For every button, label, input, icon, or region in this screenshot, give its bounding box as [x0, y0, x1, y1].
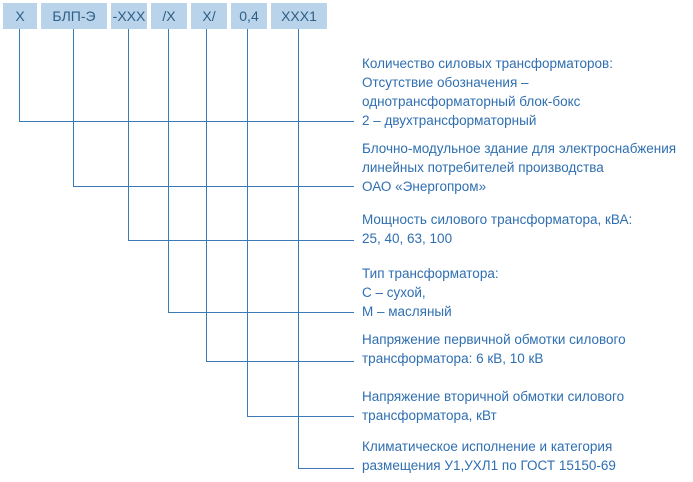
- description-line: Отсутствие обозначения –: [362, 75, 529, 90]
- description-line: трансформатора, кВт: [362, 408, 497, 423]
- description-transformer-type: Тип трансформатора: С – сухой, М – масля…: [362, 264, 690, 321]
- connector-line: [128, 29, 129, 241]
- description-line: трансформатора: 6 кВ, 10 кВ: [362, 351, 544, 366]
- connector-line: [298, 29, 299, 469]
- connector-line: [73, 186, 354, 187]
- code-segment-power: -ХХХ: [111, 3, 147, 29]
- connector-line: [206, 361, 354, 362]
- code-segment-product: БЛП-Э: [41, 3, 107, 29]
- description-line: Количество силовых трансформаторов:: [362, 56, 613, 71]
- connector-line: [247, 416, 354, 417]
- description-line: линейных потребителей производства: [362, 160, 604, 175]
- description-line: 2 – двухтрансформаторный: [362, 113, 537, 128]
- description-line: Тип трансформатора:: [362, 266, 499, 281]
- description-line: ОАО «Энергопром»: [362, 179, 487, 194]
- code-segment-count: Х: [3, 3, 37, 29]
- code-segment-type: /Х: [151, 3, 187, 29]
- description-line: Напряжение вторичной обмотки силового: [362, 389, 625, 404]
- description-line: С – сухой,: [362, 285, 426, 300]
- code-segment-secondary-voltage: 0,4: [231, 3, 267, 29]
- connector-line: [128, 240, 354, 241]
- description-line: Климатическое исполнение и категория: [362, 439, 613, 454]
- connector-line: [168, 312, 354, 313]
- description-line: Напряжение первичной обмотки силового: [362, 332, 626, 347]
- description-line: Мощность силового трансформатора, кВА:: [362, 212, 633, 227]
- connector-line: [168, 29, 169, 313]
- description-line: М – масляный: [362, 304, 452, 319]
- connector-line: [73, 29, 74, 187]
- description-power: Мощность силового трансформатора, кВА: 2…: [362, 210, 690, 248]
- connector-line: [247, 29, 248, 417]
- description-climate: Климатическое исполнение и категория раз…: [362, 437, 690, 475]
- description-product: Блочно-модульное здание для электроснабж…: [362, 139, 690, 196]
- connector-line: [19, 121, 354, 122]
- connector-line: [206, 29, 207, 362]
- code-segment-primary-voltage: Х/: [191, 3, 227, 29]
- code-segment-climate: ХХХ1: [271, 3, 327, 29]
- description-transformer-count: Количество силовых трансформаторов: Отсу…: [362, 54, 690, 130]
- connector-line: [298, 468, 354, 469]
- description-line: однотрансформаторный блок-бокс: [362, 94, 581, 109]
- description-line: размещения У1,УХЛ1 по ГОСТ 15150-69: [362, 458, 616, 473]
- description-secondary-voltage: Напряжение вторичной обмотки силового тр…: [362, 387, 690, 425]
- description-line: Блочно-модульное здание для электроснабж…: [362, 141, 677, 156]
- connector-line: [19, 29, 20, 122]
- description-primary-voltage: Напряжение первичной обмотки силового тр…: [362, 330, 690, 368]
- description-line: 25, 40, 63, 100: [362, 231, 453, 246]
